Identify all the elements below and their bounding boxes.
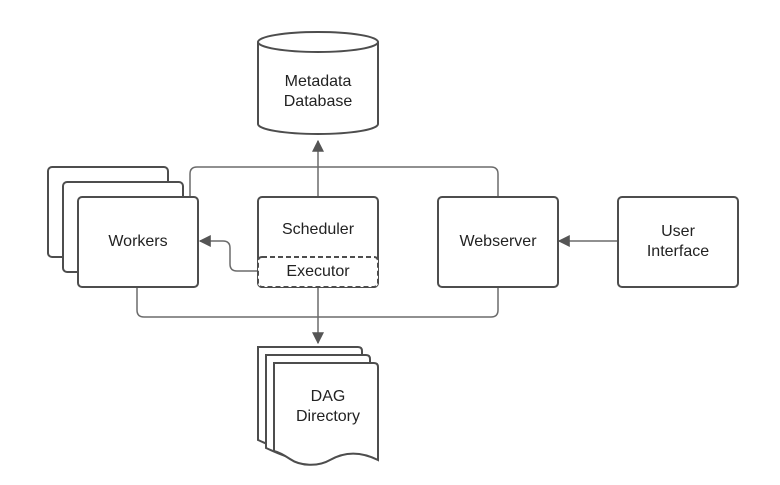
webserver-node: [437, 196, 559, 288]
user-interface-label-line2: Interface: [646, 243, 710, 260]
scheduler-label: Scheduler: [281, 221, 355, 238]
metadata-database-node: [257, 31, 379, 135]
metadata-database-label-line2: Database: [283, 93, 353, 110]
metadata-database-label: Metadata Database: [258, 70, 378, 114]
dag-directory-label-line1: DAG: [310, 388, 346, 405]
dag-directory-label: DAG Directory: [268, 385, 388, 429]
user-interface-label-line1: User: [661, 223, 695, 240]
dag-directory-label-line2: Directory: [295, 408, 360, 425]
edge-db-top-bus: [189, 166, 499, 197]
metadata-database-label-line1: Metadata: [284, 73, 352, 90]
workers-label: Workers: [108, 233, 168, 250]
user-interface-node: [617, 196, 739, 288]
workers-node: [47, 166, 199, 288]
user-interface-label: User Interface: [618, 220, 738, 264]
webserver-label: Webserver: [459, 233, 537, 250]
dag-directory-node: [257, 346, 379, 466]
executor-label: Executor: [286, 263, 350, 280]
edge-executor-to-workers: [198, 235, 258, 272]
executor-node: [257, 256, 379, 288]
